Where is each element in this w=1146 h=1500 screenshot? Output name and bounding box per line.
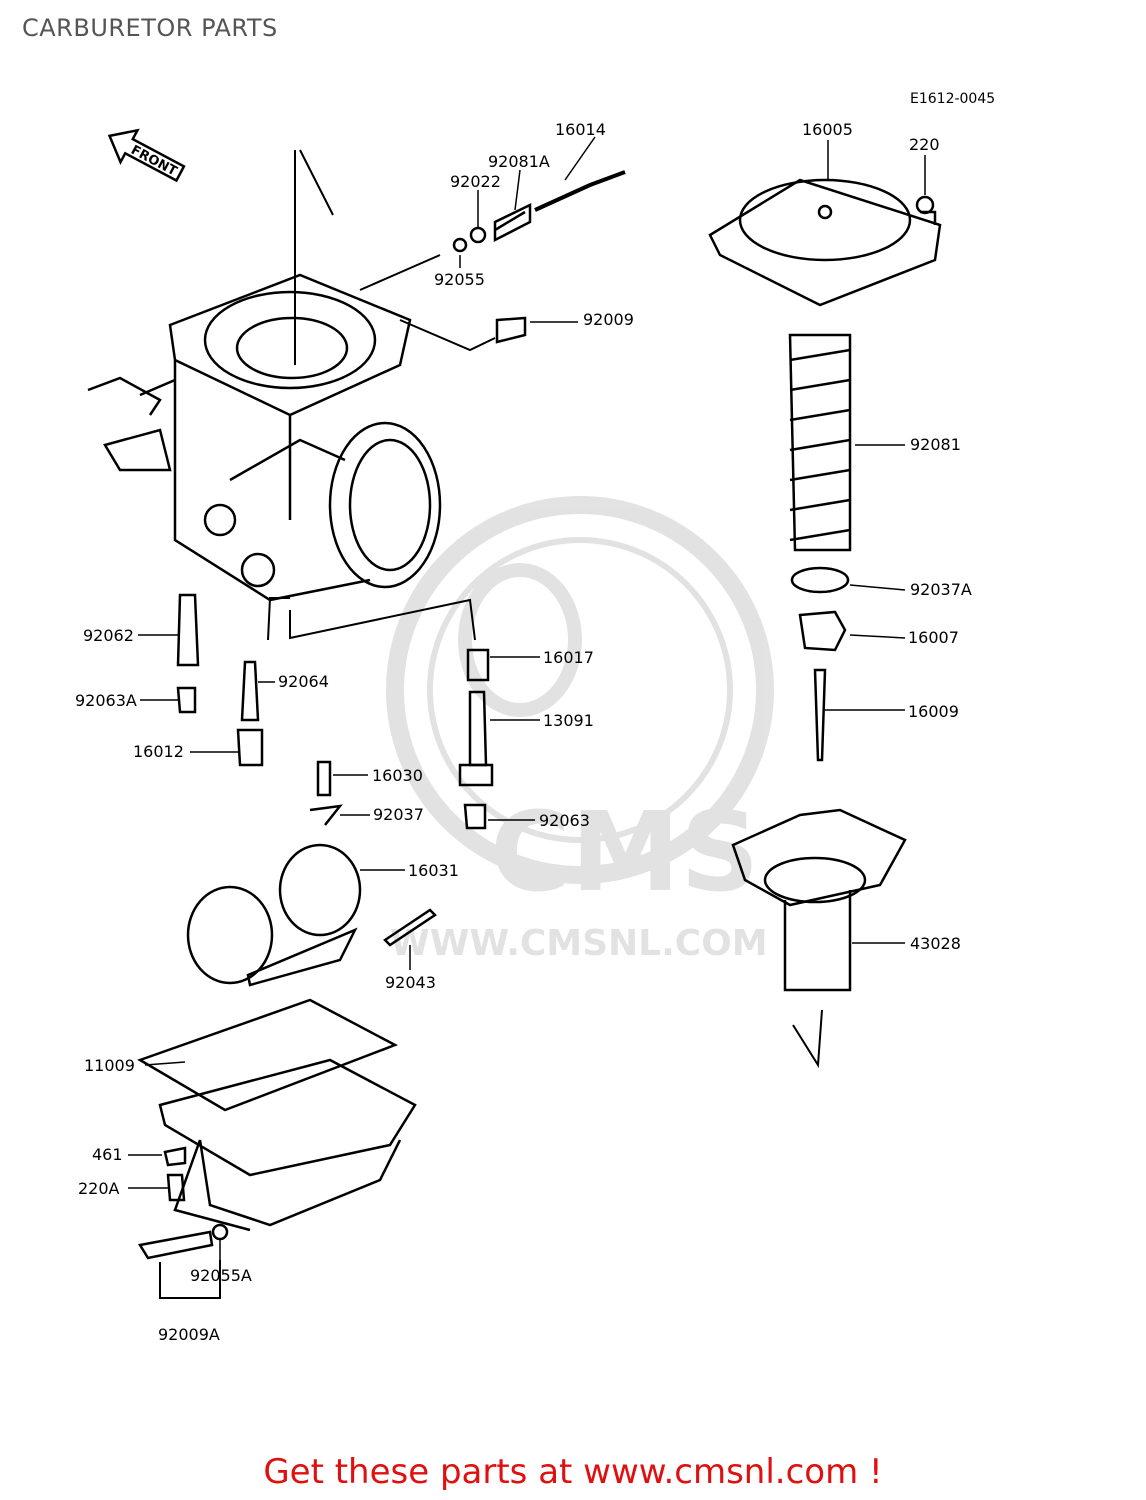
label-16007: 16007 (908, 628, 959, 647)
label-92081a: 92081A (488, 152, 550, 171)
label-461: 461 (92, 1145, 123, 1164)
label-16014: 16014 (555, 120, 606, 139)
watermark-logo: CMS (490, 788, 759, 916)
label-92043: 92043 (385, 973, 436, 992)
jet-parts (176, 593, 494, 830)
top-cover-parts (708, 178, 942, 1069)
label-92064: 92064 (278, 672, 329, 691)
carburetor-body (87, 149, 442, 602)
part-labels: 16014 92081A 92022 92055 92009 16005 220… (75, 120, 972, 1344)
page-title: CARBURETOR PARTS (22, 14, 278, 42)
footer-promo-link[interactable]: Get these parts at www.cmsnl.com ! (263, 1452, 883, 1492)
front-label: FRONT (128, 143, 179, 180)
label-92009a: 92009A (158, 1325, 220, 1344)
label-92009: 92009 (583, 310, 634, 329)
float-bowl (137, 998, 417, 1299)
float-assembly (186, 843, 437, 987)
label-92063: 92063 (539, 811, 590, 830)
label-11009: 11009 (84, 1056, 135, 1075)
label-92037a: 92037A (910, 580, 972, 599)
front-arrow-icon: FRONT (107, 128, 186, 183)
label-92081: 92081 (910, 435, 961, 454)
label-43028: 43028 (910, 934, 961, 953)
label-13091: 13091 (543, 711, 594, 730)
label-92037: 92037 (373, 805, 424, 824)
label-92055: 92055 (434, 270, 485, 289)
label-16009: 16009 (908, 702, 959, 721)
label-16017: 16017 (543, 648, 594, 667)
diagram-code: E1612-0045 (910, 91, 995, 107)
label-16030: 16030 (372, 766, 423, 785)
label-16031: 16031 (408, 861, 459, 880)
watermark-url: WWW.CMSNL.COM (390, 923, 768, 964)
label-92062: 92062 (83, 626, 134, 645)
pilot-screw-assembly (359, 170, 626, 352)
label-16012: 16012 (133, 742, 184, 761)
label-92063a: 92063A (75, 691, 137, 710)
label-92022: 92022 (450, 172, 501, 191)
leader-lines (128, 136, 926, 1262)
label-16005: 16005 (802, 120, 853, 139)
cmsnl-watermark: CMS WWW.CMSNL.COM (386, 496, 774, 964)
label-220a: 220A (78, 1179, 120, 1198)
label-220: 220 (909, 135, 940, 154)
label-92055a: 92055A (190, 1266, 252, 1285)
